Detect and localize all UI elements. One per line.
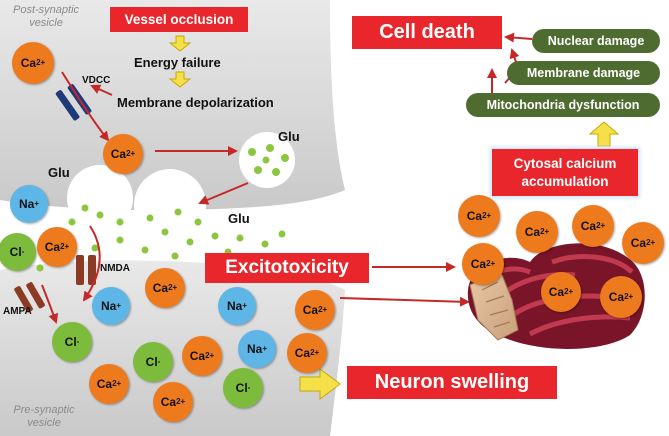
arrow-ampa-influx (41, 284, 59, 324)
excitotoxicity-box: Excitotoxicity (205, 253, 369, 283)
yellow-arrows (168, 35, 620, 400)
vdcc-label: VDCC (82, 75, 111, 86)
arrow-nuclear-to-celldeath (504, 32, 533, 43)
arrow-calcium-to-mito (588, 121, 620, 147)
glu-label-right: Glu (278, 129, 300, 144)
cytosal-calcium-box: Cytosal calcium accumulation (492, 149, 638, 196)
neuron-swelling-box: Neuron swelling (347, 366, 557, 399)
chloride-ion: Cl- (0, 233, 36, 271)
sodium-ion: Na+ (10, 185, 48, 223)
energy-failure-label: Energy failure (134, 55, 221, 70)
chloride-ion: Cl- (223, 368, 263, 408)
arrow-to-neuron-swelling (299, 368, 341, 400)
sodium-ion: Na+ (92, 287, 130, 325)
nmda-label: NMDA (100, 263, 130, 274)
chloride-ion: Cl- (52, 322, 92, 362)
nmda-channel (76, 255, 96, 285)
pre-synaptic-label: Pre-synaptic vesicle (13, 404, 75, 429)
glu-label-left: Glu (48, 165, 70, 180)
ampa-channel (14, 282, 45, 313)
vesicle-glu-left (67, 165, 133, 231)
sodium-ion: Na+ (218, 287, 256, 325)
cell-death-box: Cell death (352, 16, 502, 49)
ampa-label: AMPA (3, 306, 32, 317)
vesicle-glu-center (134, 169, 206, 241)
glu-label-bottom: Glu (228, 211, 250, 226)
arrow-nmda-influx (82, 225, 101, 302)
arrow-ca-to-mitochondria (339, 296, 470, 307)
membrane-depolarization-label: Membrane depolarization (117, 95, 274, 110)
nuclear-damage-box: Nuclear damage (532, 29, 660, 53)
chloride-ion: Cl- (133, 342, 173, 382)
post-synaptic-label: Post-synaptic vesicle (12, 4, 80, 29)
arrow-occlusion-to-energy (168, 35, 192, 52)
vessel-occlusion-box: Vessel occlusion (110, 7, 248, 32)
membrane-damage-box: Membrane damage (507, 61, 660, 85)
arrow-vesicle-release (198, 182, 249, 205)
arrow-depolarization-to-vdcc (90, 84, 113, 96)
arrow-energy-to-depolarization (168, 71, 192, 88)
mitochondria-dysfunction-box: Mitochondria dysfunction (466, 93, 660, 117)
sodium-ion: Na+ (238, 330, 276, 368)
arrow-ca-into-terminal (61, 71, 110, 142)
